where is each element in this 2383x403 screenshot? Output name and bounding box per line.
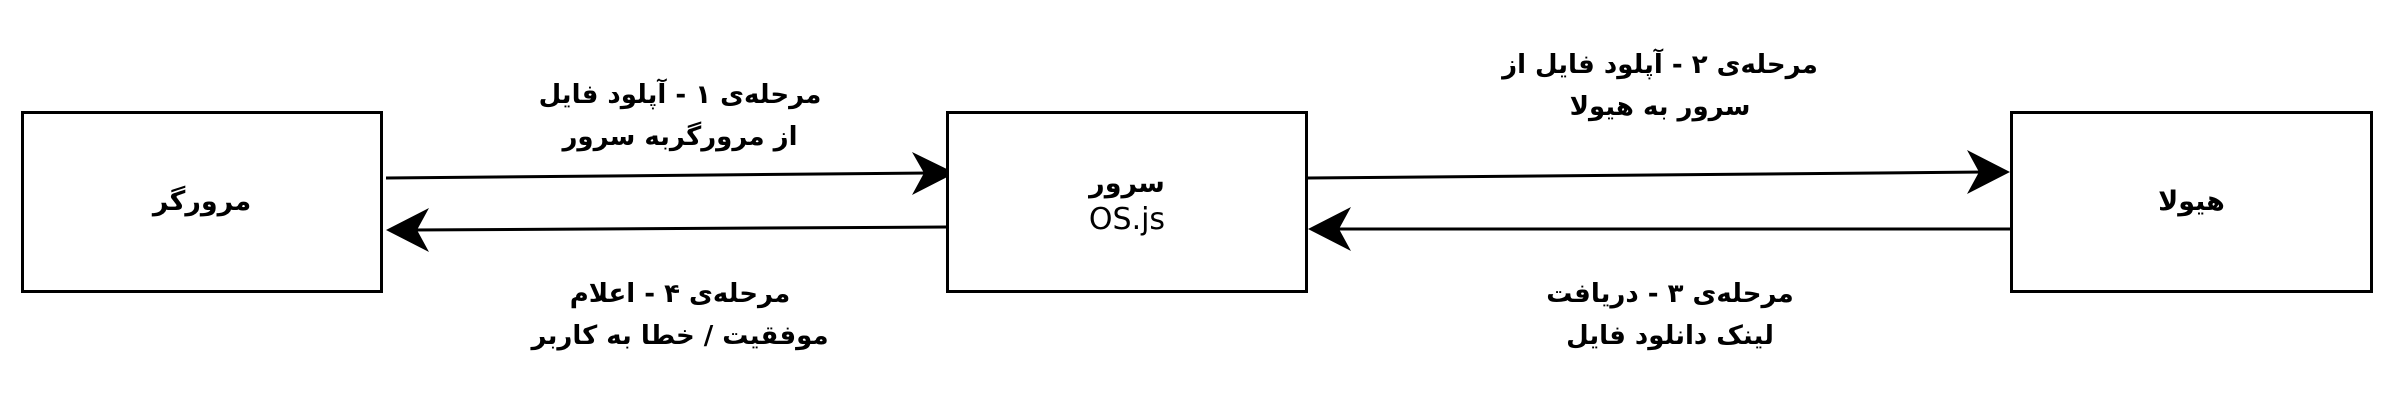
edge-label-step4: مرحله‌ی ۴ - اعلام موفقیت / خطا به کاربر xyxy=(420,273,940,357)
edge-label-line: مرحله‌ی ۳ - دریافت xyxy=(1546,279,1794,309)
arrowhead-step1 xyxy=(912,152,955,195)
edge-label-line: از مرورگربه سرور xyxy=(562,122,798,152)
arrowhead-step2 xyxy=(1967,150,2010,194)
edge-label-line: مرحله‌ی ۴ - اعلام xyxy=(569,279,791,309)
arrow-step2 xyxy=(1307,170,1986,180)
arrow-step4 xyxy=(409,225,948,232)
edge-label-line: مرحله‌ی ۲ - آپلود فایل از xyxy=(1502,50,1818,80)
edge-label-line: سرور به هیولا xyxy=(1569,92,1751,122)
arrowhead-step4 xyxy=(386,208,429,252)
node-label: مرورگر xyxy=(152,186,252,217)
node-label: هیولا xyxy=(2158,186,2225,217)
node-browser[interactable]: مرورگر xyxy=(21,111,383,293)
edge-label-step3: مرحله‌ی ۳ - دریافت لینک دانلود فایل xyxy=(1410,273,1930,357)
node-server[interactable]: سرور OS.js xyxy=(946,111,1308,293)
node-heyula[interactable]: هیولا xyxy=(2010,111,2373,293)
node-sublabel: OS.js xyxy=(1088,202,1166,237)
edge-label-line: لینک دانلود فایل xyxy=(1566,321,1774,351)
edge-label-line: موفقیت / خطا به کاربر xyxy=(531,321,829,351)
node-label: سرور xyxy=(1089,168,1165,199)
arrow-step1 xyxy=(385,171,931,180)
edge-label-step2: مرحله‌ی ۲ - آپلود فایل از سرور به هیولا xyxy=(1400,44,1920,128)
edge-label-step1: مرحله‌ی ۱ - آپلود فایل از مرورگربه سرور xyxy=(420,74,940,158)
arrowhead-step3 xyxy=(1308,207,1351,251)
edge-label-line: مرحله‌ی ۱ - آپلود فایل xyxy=(538,80,822,110)
